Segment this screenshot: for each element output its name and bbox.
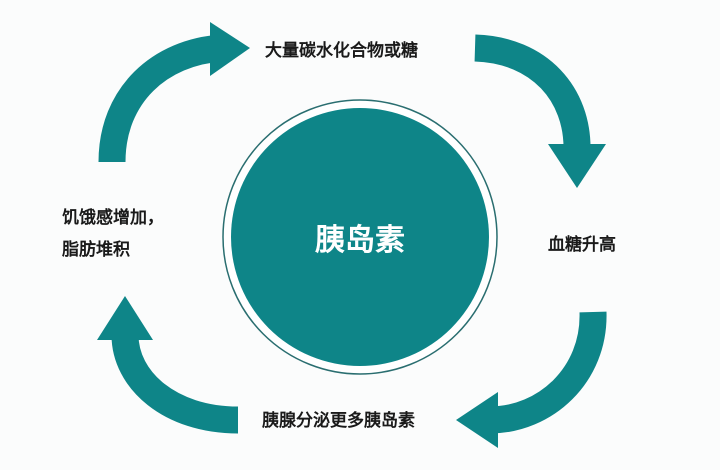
- arrowhead-left-icon: [456, 392, 498, 448]
- step-left-label-line1: 饥饿感增加，: [62, 208, 164, 228]
- step-left-label-line2: 脂肪堆积: [62, 240, 130, 260]
- arrow-top-right: [474, 34, 591, 151]
- step-right-label: 血糖升高: [548, 235, 616, 255]
- step-top-label: 大量碳水化合物或糖: [265, 41, 418, 61]
- arrow-bottom-left: [111, 334, 239, 434]
- arrowhead-right-icon: [210, 22, 250, 76]
- arrowhead-down-icon: [548, 144, 606, 188]
- arrow-bottom-right: [489, 311, 607, 434]
- center-label: 胰岛素: [315, 223, 405, 258]
- center-circle: [231, 108, 489, 366]
- arrowhead-up-icon: [97, 296, 153, 340]
- arrow-top-left: [98, 34, 224, 163]
- step-bottom-label: 胰腺分泌更多胰岛素: [262, 411, 415, 431]
